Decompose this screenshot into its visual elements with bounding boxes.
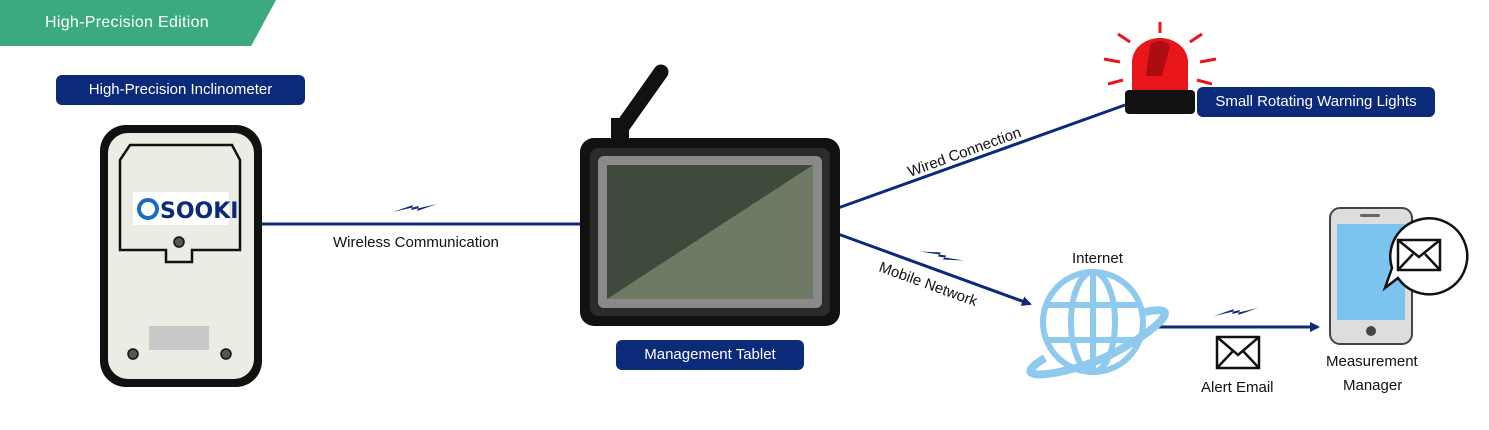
signal-icon	[920, 251, 964, 261]
mobile-line	[837, 232, 1032, 306]
signal-icon	[1214, 308, 1258, 316]
warning-light-icon	[1103, 22, 1217, 114]
edition-banner-text: High-Precision Edition	[45, 14, 210, 31]
warning-lights-label: Small Rotating Warning Lights	[1197, 87, 1435, 117]
inclinometer-logo-text: SOOKI	[160, 199, 238, 224]
inclinometer-label: High-Precision Inclinometer	[56, 75, 305, 105]
internet-label: Internet	[1072, 250, 1123, 267]
globe-icon	[1026, 269, 1169, 379]
wireless-communication-label: Wireless Communication	[333, 234, 499, 251]
measurement-manager-label-line2: Manager	[1343, 377, 1403, 394]
tablet-label: Management Tablet	[616, 340, 804, 370]
smartphone-icon	[1329, 207, 1469, 345]
wired-connection-label: Wired Connection	[906, 124, 1024, 181]
wired-line	[837, 103, 1126, 210]
tablet-icon	[580, 64, 840, 326]
envelope-icon	[1215, 335, 1261, 370]
signal-icon	[393, 204, 437, 212]
edition-banner: High-Precision Edition	[0, 0, 276, 46]
measurement-manager-label-line1: Measurement	[1326, 353, 1418, 370]
alert-email-label: Alert Email	[1201, 379, 1274, 396]
inclinometer-icon: SOOKI	[100, 125, 262, 387]
